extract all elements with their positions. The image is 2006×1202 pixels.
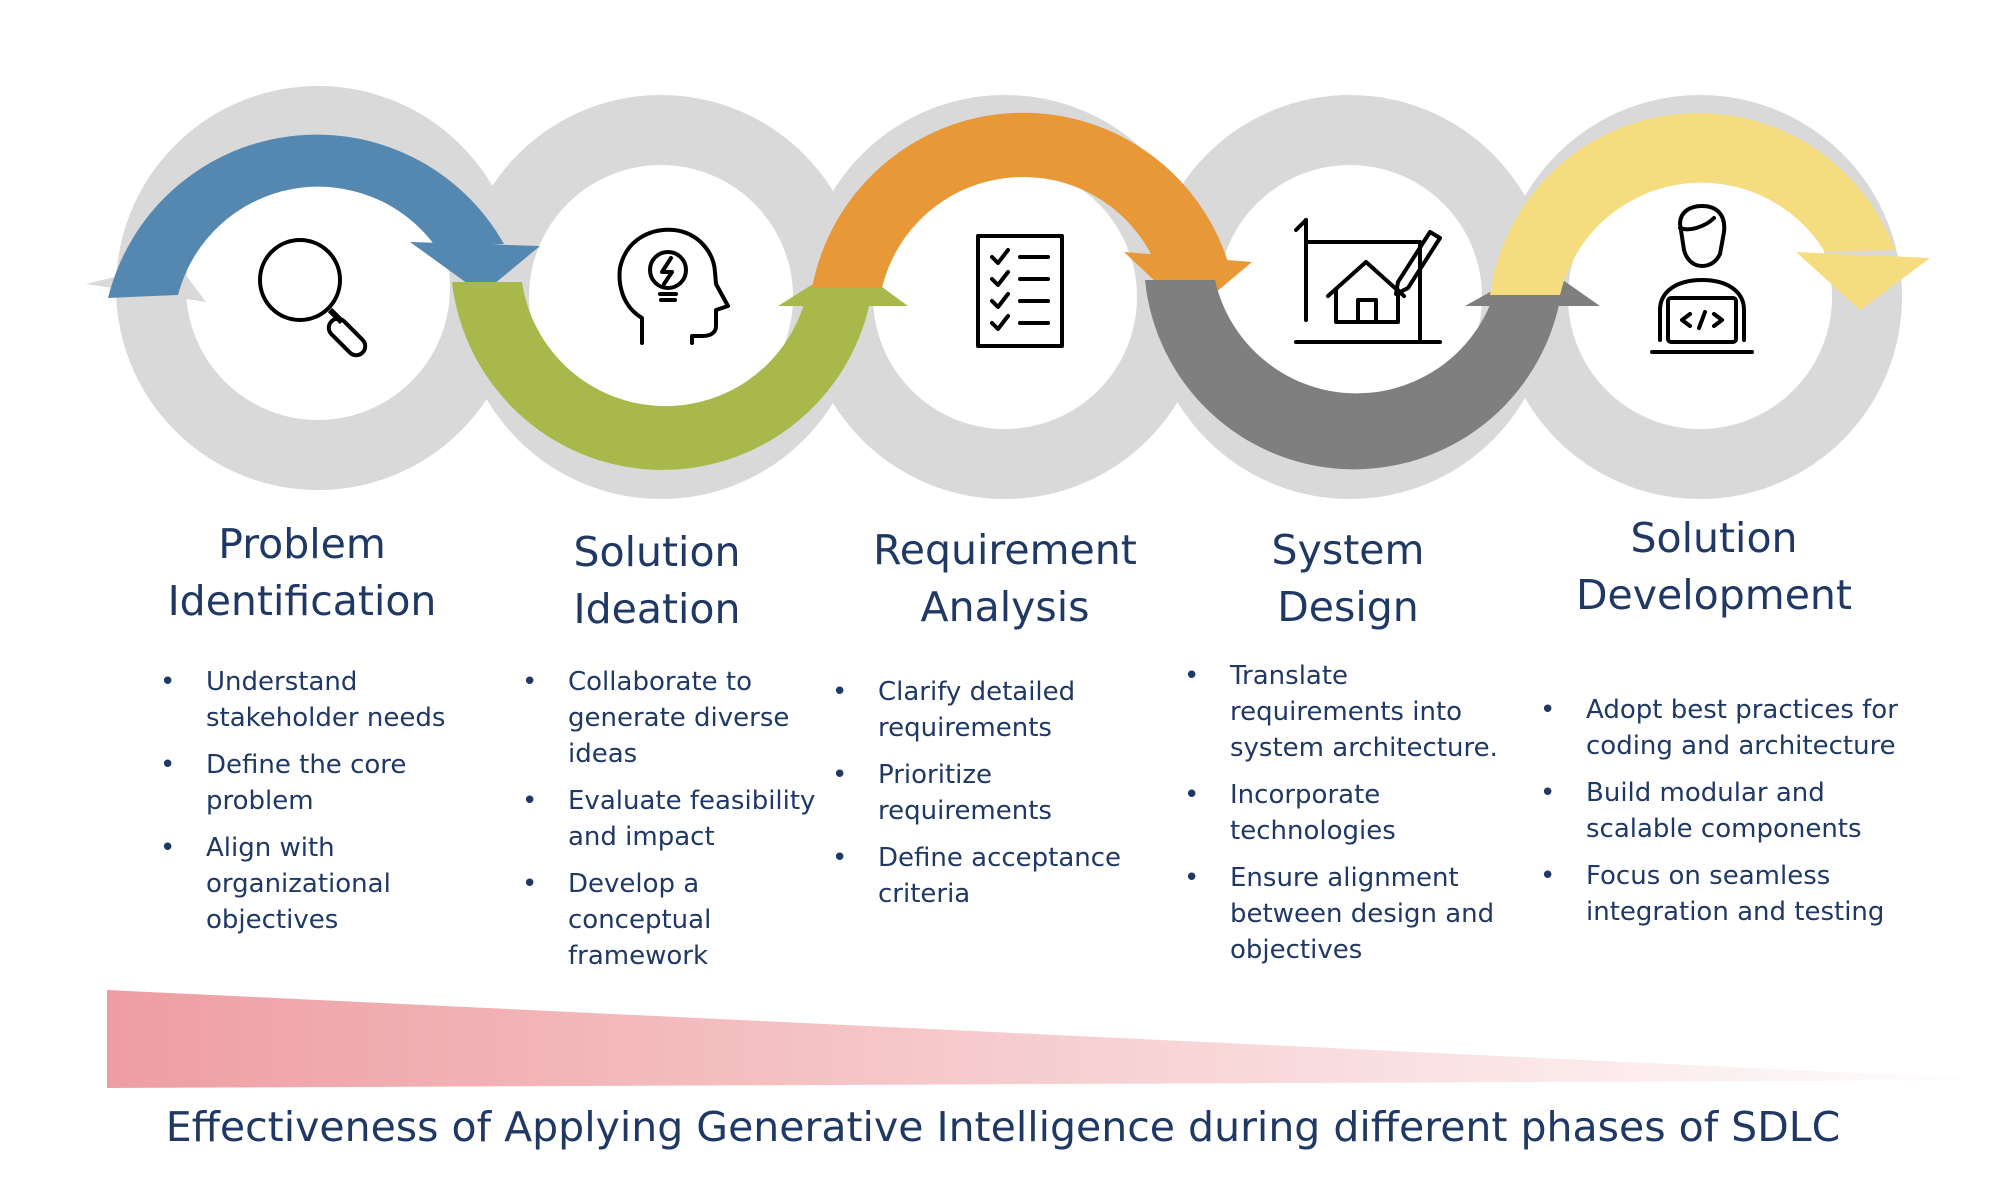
- list-item: Align with organizational objectives: [160, 830, 460, 938]
- phase-title-solution-ideation: Solution Ideation: [573, 528, 741, 633]
- bullets-system-design: Translate requirements into system archi…: [1184, 658, 1514, 979]
- checklist-icon: [976, 234, 1064, 348]
- bullets-solution-development: Adopt best practices for coding and arch…: [1540, 692, 1920, 941]
- list-item: Incorporate technologies: [1184, 777, 1514, 849]
- effectiveness-gradient-wedge: [107, 990, 2006, 1088]
- list-item: Translate requirements into system archi…: [1184, 658, 1514, 766]
- phase-title-problem-identification: Problem Identification: [167, 520, 437, 625]
- list-item: Evaluate feasibility and impact: [522, 783, 822, 855]
- list-item: Define acceptance criteria: [832, 840, 1132, 912]
- footer-caption: Effectiveness of Applying Generative Int…: [165, 1103, 1841, 1151]
- list-item: Focus on seamless integration and testin…: [1540, 858, 1920, 930]
- list-item: Ensure alignment between design and obje…: [1184, 860, 1514, 968]
- list-item: Clarify detailed requirements: [832, 674, 1132, 746]
- phase-title-solution-development: Solution Development: [1575, 514, 1852, 619]
- bullets-requirement-analysis: Clarify detailed requirements Prioritize…: [832, 674, 1132, 923]
- list-item: Adopt best practices for coding and arch…: [1540, 692, 1920, 764]
- magnifier-icon: [258, 238, 368, 358]
- list-item: Develop a conceptual framework: [522, 866, 822, 974]
- list-item: Collaborate to generate diverse ideas: [522, 664, 822, 772]
- list-item: Define the core problem: [160, 747, 460, 819]
- bullets-problem-identification: Understand stakeholder needs Define the …: [160, 664, 460, 949]
- developer-laptop-icon: [1650, 204, 1754, 354]
- arrow-solution-development: [1490, 113, 1930, 310]
- house-blueprint-icon: [1294, 218, 1442, 344]
- phase-title-system-design: System Design: [1271, 526, 1425, 631]
- arrow-problem-identification: [108, 134, 540, 298]
- bullets-solution-ideation: Collaborate to generate diverse ideas Ev…: [522, 664, 822, 985]
- list-item: Understand stakeholder needs: [160, 664, 460, 736]
- phase-title-requirement-analysis: Requirement Analysis: [873, 526, 1137, 631]
- list-item: Build modular and scalable components: [1540, 775, 1920, 847]
- list-item: Prioritize requirements: [832, 757, 1132, 829]
- lightbulb-head-icon: [617, 227, 730, 345]
